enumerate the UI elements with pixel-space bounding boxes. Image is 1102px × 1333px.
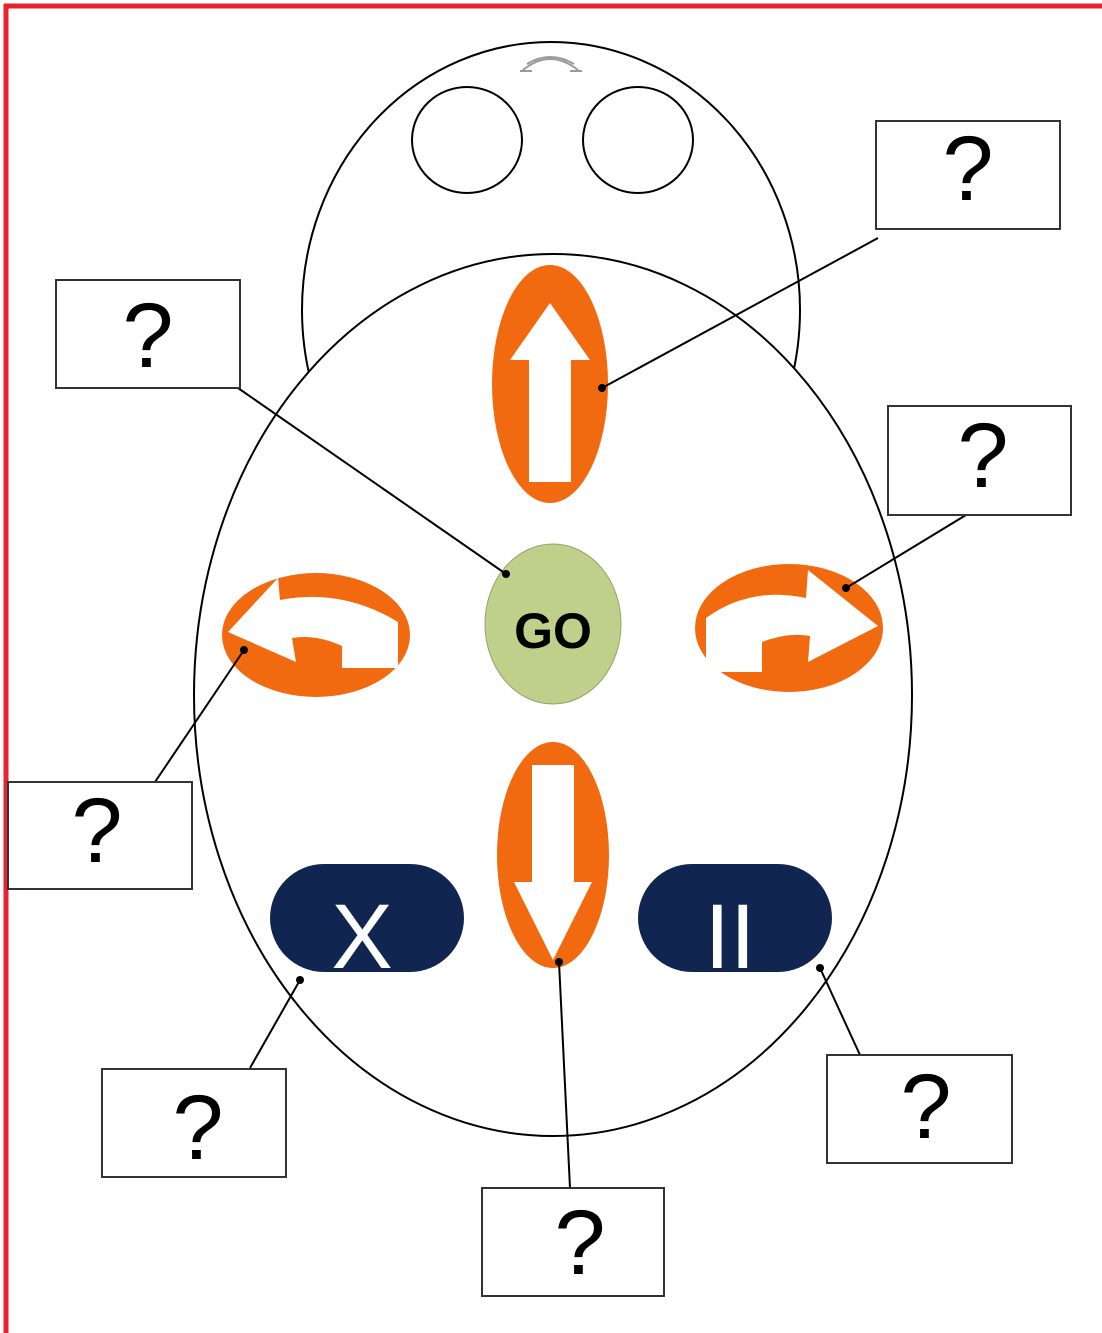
callout-forward-text: ?: [942, 118, 993, 220]
callout-backward[interactable]: ?: [482, 1188, 664, 1296]
clear-label: X: [331, 886, 392, 988]
callout-turn-left[interactable]: ?: [8, 780, 192, 889]
leader-line-clear: [250, 980, 300, 1068]
callout-clear[interactable]: ?: [102, 1069, 286, 1179]
callout-backward-text: ?: [554, 1192, 605, 1294]
callout-go-text: ?: [122, 285, 173, 387]
leader-dot-backward: [555, 958, 563, 966]
forward-button[interactable]: [492, 265, 608, 503]
callout-pause[interactable]: ?: [827, 1055, 1012, 1163]
go-button[interactable]: GO: [485, 544, 621, 704]
go-label: GO: [514, 603, 592, 659]
leader-dot-turn-left: [240, 646, 248, 654]
leader-line-pause: [820, 968, 860, 1055]
callout-turn-right-text: ?: [957, 405, 1008, 507]
leader-dot-forward: [598, 384, 606, 392]
leader-dot-pause: [816, 964, 824, 972]
right-eye: [583, 87, 693, 193]
leader-dot-go: [502, 570, 510, 578]
callout-turn-left-text: ?: [71, 780, 122, 882]
callout-clear-text: ?: [172, 1077, 223, 1179]
pause-label: II: [704, 886, 755, 988]
leader-dot-clear: [296, 976, 304, 984]
turn-left-button[interactable]: [222, 573, 410, 697]
callout-turn-right[interactable]: ?: [888, 405, 1071, 515]
leader-dot-turn-right: [842, 584, 850, 592]
backward-button[interactable]: [497, 742, 609, 968]
callout-go[interactable]: ?: [56, 280, 240, 388]
callout-pause-text: ?: [900, 1056, 951, 1158]
left-eye: [412, 87, 522, 193]
callout-forward[interactable]: ?: [876, 118, 1060, 229]
